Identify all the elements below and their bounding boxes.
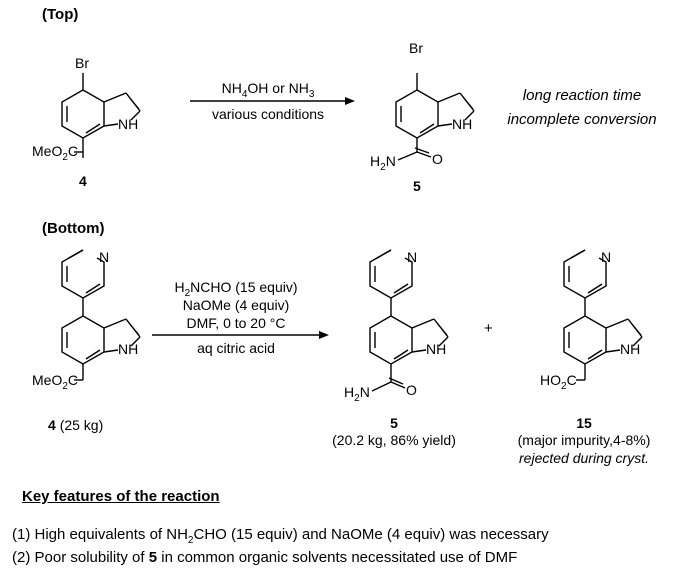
top-product-indole-bonds <box>395 73 475 161</box>
bottom-product-amide-o: O <box>406 382 417 398</box>
bottom-product-pyridine-n: N <box>407 249 418 265</box>
bottom-start-quantity: (25 kg) <box>59 417 104 433</box>
feature-1-sub: 2 <box>187 535 194 546</box>
top-product-amide-n: H2N <box>370 153 396 173</box>
bottom-start-pyridine-n: N <box>99 249 110 265</box>
bottom-product-amide-n: H2N <box>344 384 370 404</box>
feature-item-1: (1) High equivalents of NH2CHO (15 equiv… <box>12 526 549 546</box>
bottom-condition-3: DMF, 0 to 20 °C <box>186 315 286 331</box>
impurity-indole-bonds <box>563 298 643 381</box>
top-start-number: 4 <box>79 173 87 189</box>
feature-1-rest: CHO (15 equiv) and NaOMe (4 equiv) was n… <box>193 526 549 543</box>
bottom-condition-4: aq citric acid <box>197 340 275 356</box>
top-product-nh: NH <box>452 116 473 132</box>
bottom-start-pyridine-bonds <box>61 249 105 299</box>
bottom-product-number: 5 <box>390 415 398 431</box>
impurity-note-2: rejected during cryst. <box>519 450 649 466</box>
feature-1-prefix: (1) High equivalents of NH <box>12 526 188 543</box>
bottom-product-yield: (20.2 kg, 86% yield) <box>332 432 456 448</box>
top-arrow-head <box>345 97 355 105</box>
top-product-number: 5 <box>413 178 421 194</box>
bottom-arrow-head <box>319 331 329 339</box>
top-scheme-label: (Top) <box>42 6 79 23</box>
bottom-start-number: 4 <box>48 417 56 433</box>
top-note-2: incomplete conversion <box>507 111 657 128</box>
bottom-product-nh: NH <box>426 341 447 357</box>
impurity-pyridine-n: N <box>601 249 612 265</box>
feature-item-2: (2) Poor solubility of 5 in common organ… <box>12 549 517 566</box>
bottom-condition-1: H2NCHO (15 equiv) <box>174 279 298 299</box>
bottom-start-ester: MeO2C <box>32 372 79 392</box>
impurity-nh: NH <box>620 341 641 357</box>
top-conditions-line1: NH4OH or NH3 <box>221 80 315 100</box>
impurity-note: (major impurity,4-8%) <box>517 432 651 448</box>
plus-sign: + <box>484 320 493 337</box>
top-start-br: Br <box>75 55 89 71</box>
bottom-start-indole-bonds <box>61 298 141 381</box>
bottom-condition-2: NaOMe (4 equiv) <box>182 297 290 313</box>
bottom-scheme-label: (Bottom) <box>42 220 105 237</box>
top-note-1: long reaction time <box>522 87 642 104</box>
top-product-amide-o: O <box>432 151 443 167</box>
bottom-start-caption: 4 (25 kg) <box>48 417 103 433</box>
top-conditions-line2: various conditions <box>211 106 325 122</box>
top-product-br: Br <box>409 40 423 56</box>
impurity-number: 15 <box>576 415 592 431</box>
top-start-ester: MeO2C <box>32 143 79 163</box>
feature-2-bold: 5 <box>148 549 158 566</box>
bottom-product-indole-bonds <box>369 298 449 392</box>
impurity-acid: HO2C <box>540 372 577 392</box>
bottom-product-pyridine-bonds <box>369 249 413 299</box>
feature-2-prefix: (2) Poor solubility of <box>12 549 149 566</box>
impurity-pyridine-bonds <box>563 249 607 299</box>
feature-2-rest: in common organic solvents necessitated … <box>157 549 518 566</box>
bottom-start-nh: NH <box>118 341 139 357</box>
features-title: Key features of the reaction <box>22 488 220 505</box>
top-start-indole-bonds <box>61 73 141 158</box>
top-start-nh: NH <box>118 116 139 132</box>
